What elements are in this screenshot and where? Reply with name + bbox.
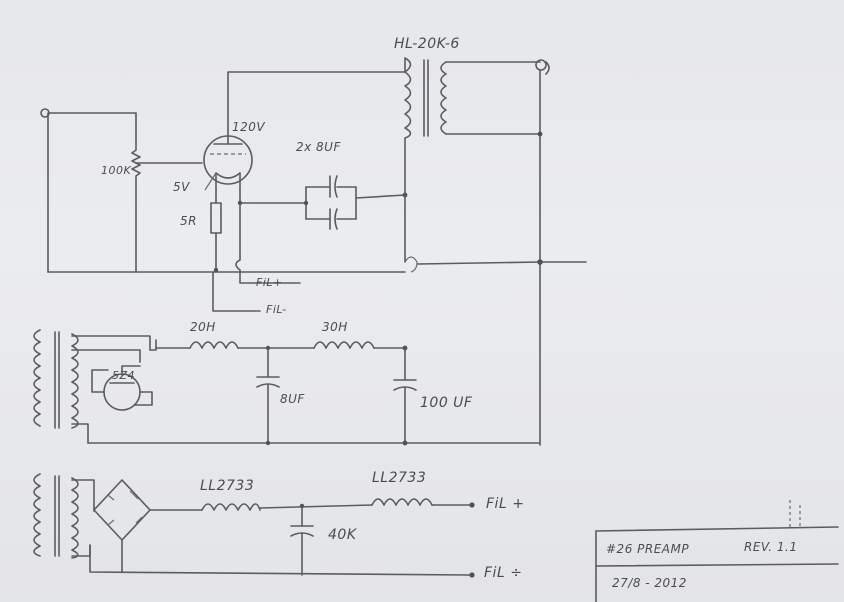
- filament-transformer: [33, 473, 95, 559]
- triode-tube: [203, 71, 406, 201]
- label-cathode-resistor: 5R: [180, 214, 197, 228]
- capacitor-40k: [290, 505, 314, 576]
- label-capacitor-pair: 2x 8UF: [296, 140, 341, 154]
- choke-ll2733-1: [201, 503, 373, 511]
- capacitor-100uf: [393, 347, 417, 444]
- label-choke-ll2733-2: LL2733: [372, 470, 427, 486]
- input-jack: [40, 108, 137, 273]
- volume-pot: [131, 112, 203, 273]
- fil-minus-terminal: [469, 572, 475, 578]
- label-cap-40k: 40K: [328, 527, 357, 543]
- label-choke-20h: 20H: [190, 320, 216, 334]
- rectifier-tube: [91, 339, 157, 411]
- label-fil-plus-top: FiL+: [256, 276, 283, 289]
- label-transformer: HL-20K-6: [394, 36, 460, 52]
- label-voltage-cathode: 5V: [173, 180, 190, 194]
- choke-ll2733-2: [371, 498, 475, 508]
- power-transformer: [33, 329, 151, 444]
- label-choke-ll2733-1: LL2733: [200, 478, 255, 494]
- title-block-frame: [595, 500, 839, 602]
- label-fil-minus-top: FiL-: [266, 303, 287, 316]
- label-fil-plus-out: FiL +: [486, 496, 525, 512]
- label-fil-minus-out: FiL ÷: [484, 565, 523, 581]
- capacitor-8uf: [256, 347, 280, 444]
- label-cap-8uf: 8UF: [280, 392, 305, 406]
- output-jack: [535, 59, 550, 75]
- filament-leads: [212, 199, 307, 312]
- label-rectifier: 5Z4: [112, 369, 136, 382]
- title-block-revision: REV. 1.1: [744, 540, 798, 554]
- choke-20h: [155, 341, 315, 351]
- bridge-rectifier: [89, 479, 471, 576]
- label-pot: 100K: [101, 164, 132, 177]
- label-voltage-plate: 120V: [232, 120, 266, 134]
- capacitor-pair: [303, 175, 408, 230]
- output-transformer: [404, 57, 543, 446]
- choke-30h: [313, 341, 408, 351]
- title-block-title: #26 PREAMP: [606, 542, 690, 556]
- cathode-resistor: [210, 199, 222, 273]
- title-block-date: 27/8 - 2012: [612, 576, 687, 590]
- label-choke-30h: 30H: [322, 320, 348, 334]
- label-cap-100uf: 100 UF: [420, 395, 473, 411]
